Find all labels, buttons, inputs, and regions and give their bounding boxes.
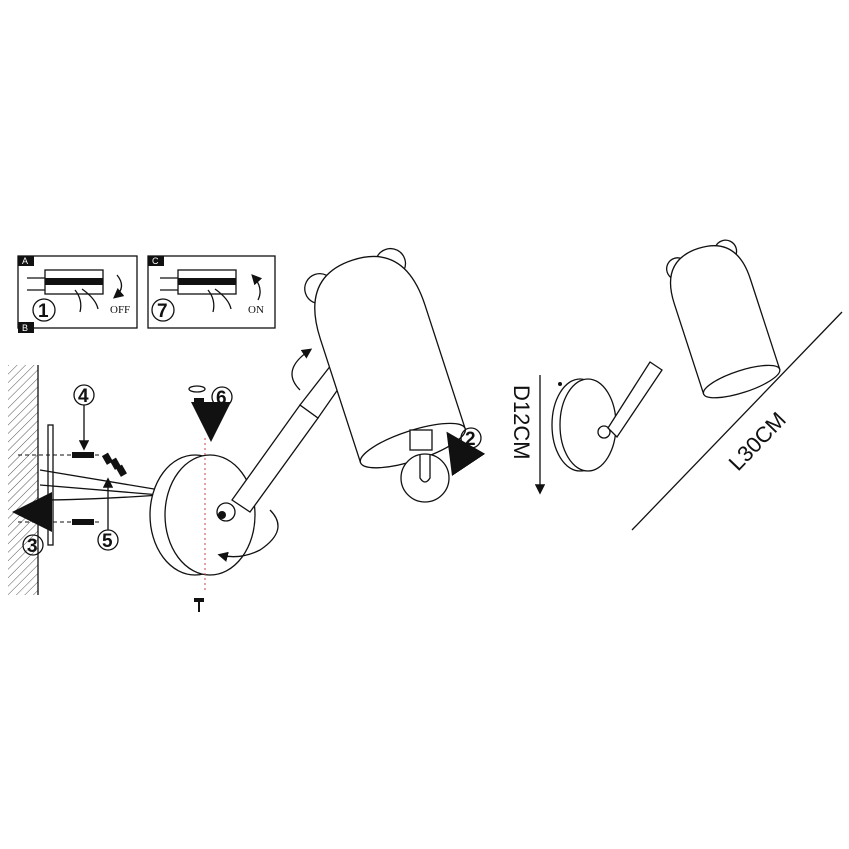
svg-text:C: C <box>152 256 159 266</box>
rotate-down-arrow-icon <box>113 274 125 299</box>
panel-frame <box>147 255 276 329</box>
svg-text:1: 1 <box>38 301 49 322</box>
svg-text:7: 7 <box>157 301 168 322</box>
breaker-panel-icon <box>160 269 237 313</box>
panel-label-c <box>148 256 164 266</box>
light-bulb <box>400 429 450 503</box>
svg-text:6: 6 <box>216 388 227 409</box>
svg-text:ON: ON <box>248 304 264 316</box>
rotate-up-arrow-icon <box>251 274 263 301</box>
svg-text:4: 4 <box>78 386 89 407</box>
panel-switch-off: A B 1 OFF <box>17 255 138 333</box>
svg-text:OFF: OFF <box>110 304 130 316</box>
wires <box>39 469 161 501</box>
tilt-arrow-icon <box>291 348 313 391</box>
svg-text:2: 2 <box>465 429 476 450</box>
svg-text:B: B <box>22 323 28 333</box>
screw-bottom-icon <box>194 598 204 612</box>
wall <box>8 365 38 595</box>
panel-label-a <box>18 256 34 266</box>
svg-text:3: 3 <box>27 536 38 557</box>
svg-text:A: A <box>22 256 28 266</box>
svg-text:5: 5 <box>102 531 113 552</box>
insert-arrow-icon <box>446 431 486 477</box>
lamp-dimension-view <box>551 239 781 472</box>
length-dimension-line <box>631 311 843 531</box>
rotate-arrow-icon <box>217 509 279 562</box>
step-circle <box>32 298 56 322</box>
screws-and-plugs <box>18 452 100 525</box>
mounting-bracket <box>47 424 54 546</box>
breaker-panel-icon <box>27 269 104 313</box>
screw-top-icon <box>188 385 206 414</box>
lamp-base <box>149 454 256 576</box>
length-label: L30CM <box>724 407 791 475</box>
lamp-shade <box>304 247 466 469</box>
panel-label-b <box>18 322 34 333</box>
panel-switch-on: C 7 ON <box>147 255 276 329</box>
wire-connectors <box>101 452 127 477</box>
step-circle <box>151 298 175 322</box>
lamp-arm <box>231 359 351 513</box>
depth-label: D12CM <box>509 385 534 460</box>
